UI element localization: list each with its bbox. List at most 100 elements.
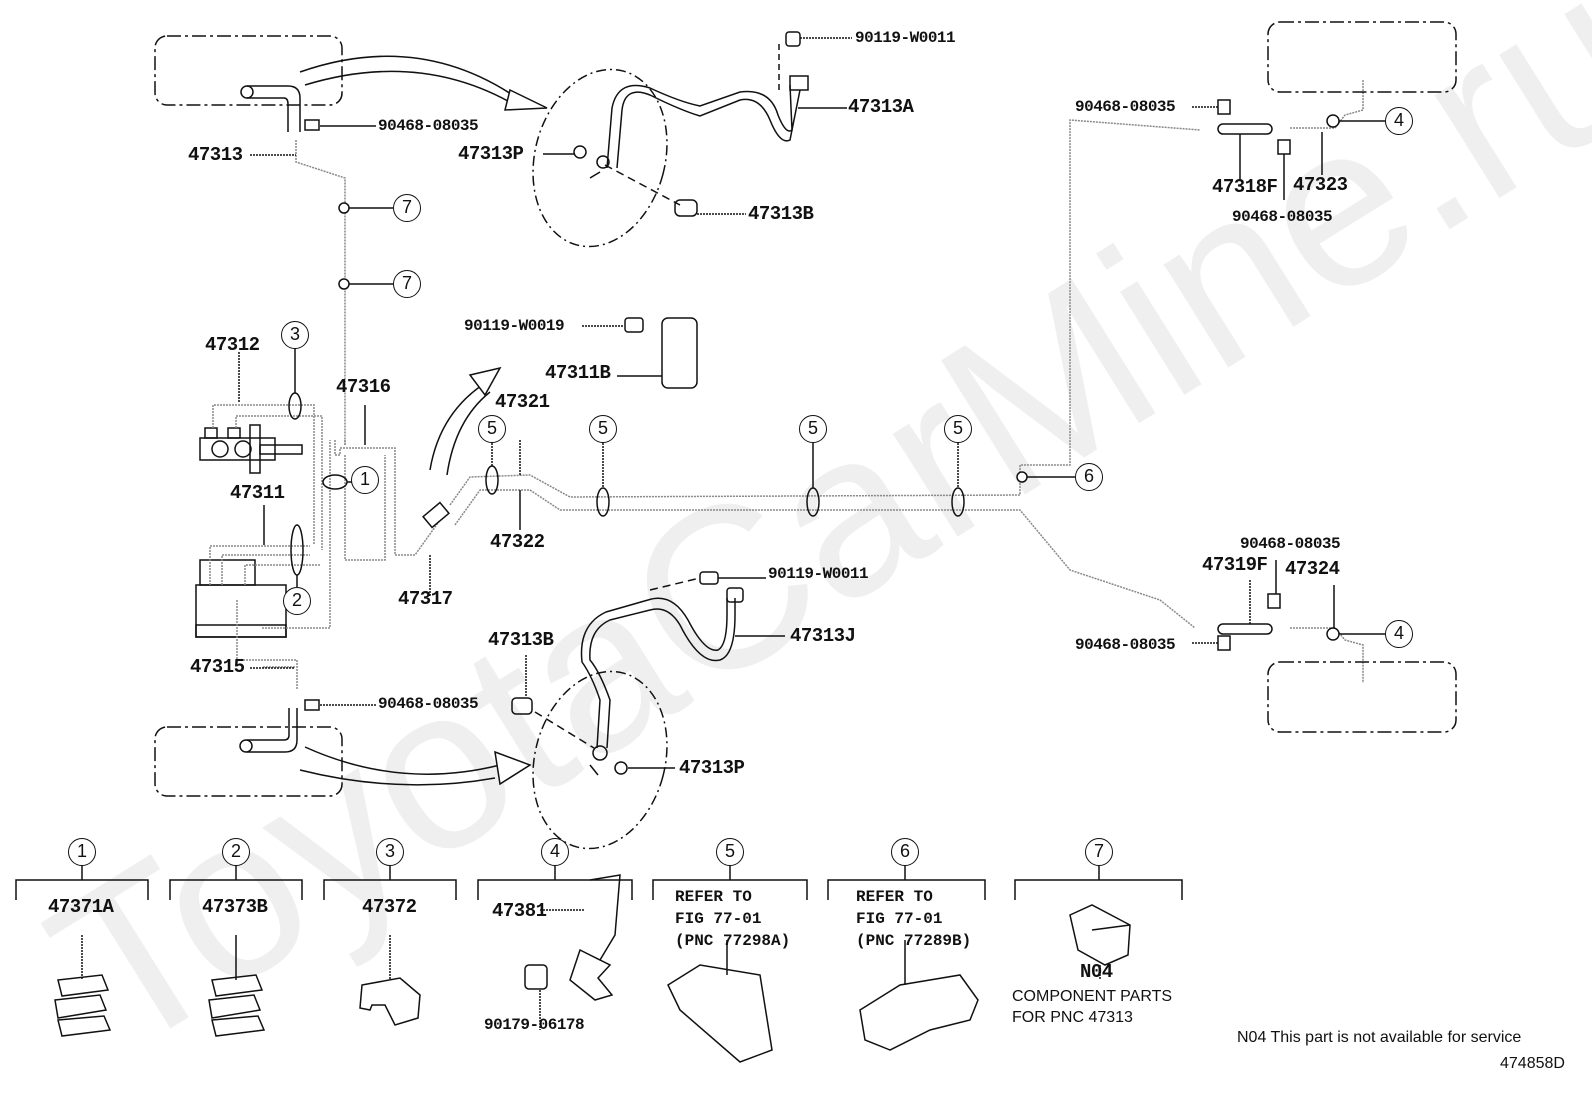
wheel-outline-front-top — [154, 35, 343, 106]
part-label-47313B-top[interactable]: 47313B — [748, 203, 814, 225]
clamp-5c — [806, 487, 820, 517]
part-label-90468-08035-top-left[interactable]: 90468-08035 — [378, 117, 479, 135]
clip-icon-47373B — [208, 974, 266, 1037]
legend-callout-3: 3 — [376, 838, 404, 866]
callout-5-a: 5 — [478, 415, 506, 443]
legend-bracket-4 — [477, 864, 633, 900]
legend-bracket-2 — [169, 864, 303, 900]
part-label-47313J[interactable]: 47313J — [790, 625, 856, 647]
part-label-47313[interactable]: 47313 — [188, 144, 243, 166]
callout-3: 3 — [281, 321, 309, 349]
legend-part-47373B[interactable]: 47373B — [202, 896, 268, 918]
part-label-47313B-bottom[interactable]: 47313B — [488, 629, 554, 651]
brake-hose-47313J — [589, 598, 736, 749]
legend-part-47381[interactable]: 47381 — [492, 900, 547, 922]
legend-callout-1: 1 — [68, 838, 96, 866]
part-label-47318F[interactable]: 47318F — [1212, 176, 1278, 198]
clamp-5b — [596, 487, 610, 517]
clamp-point-7a — [338, 202, 350, 214]
legend-bracket-5 — [652, 864, 808, 900]
abs-actuator — [195, 584, 287, 638]
brake-hose-47313A — [616, 89, 801, 169]
clamp-icon-77289B — [859, 974, 979, 1051]
figure-id: 474858D — [1500, 1055, 1565, 1072]
hose-47318F — [1217, 123, 1273, 135]
hose-47319F — [1217, 623, 1273, 635]
tube-47315 — [236, 600, 298, 690]
legend-part-47372[interactable]: 47372 — [362, 896, 417, 918]
legend-refer-6[interactable]: REFER TO FIG 77-01 (PNC 77289B) — [856, 888, 972, 950]
legend-note-N04: COMPONENT PARTS FOR PNC 47313 — [1012, 988, 1173, 1026]
part-label-90468-08035-rear-top-2[interactable]: 90468-08035 — [1232, 208, 1333, 226]
callout-7-lower: 7 — [393, 270, 421, 298]
tube-47322 — [454, 489, 1196, 629]
arrow-top-left — [299, 55, 521, 106]
callout-6: 6 — [1075, 463, 1103, 491]
joint-47317 — [422, 501, 450, 529]
part-label-47313P-bottom[interactable]: 47313P — [679, 757, 745, 779]
part-label-47311[interactable]: 47311 — [230, 482, 285, 504]
footnote: N04 This part is not available for servi… — [1237, 1029, 1522, 1046]
callout-7-upper: 7 — [393, 194, 421, 222]
hose-end-top-left — [247, 85, 301, 132]
part-label-47315[interactable]: 47315 — [190, 656, 245, 678]
legend-bracket-3 — [323, 864, 457, 900]
part-label-47319F[interactable]: 47319F — [1202, 554, 1268, 576]
wheel-outline-front-bottom — [154, 726, 343, 797]
part-label-47311B[interactable]: 47311B — [545, 362, 611, 384]
legend-callout-5: 5 — [716, 838, 744, 866]
part-label-47316[interactable]: 47316 — [336, 376, 391, 398]
legend-bracket-1 — [15, 864, 149, 900]
clamp-point-4b — [1326, 627, 1340, 641]
legend-part-90179-06178[interactable]: 90179-06178 — [484, 1016, 585, 1034]
legend-bracket-6 — [827, 864, 986, 900]
clamp-point-6 — [1016, 471, 1028, 483]
clamp-point-4a — [1326, 114, 1340, 128]
part-label-90468-08035-rear-bottom-1[interactable]: 90468-08035 — [1240, 535, 1341, 553]
part-label-47313A[interactable]: 47313A — [848, 96, 914, 118]
callout-4-top: 4 — [1385, 107, 1413, 135]
callout-5-d: 5 — [944, 415, 972, 443]
wheel-outline-rear-top — [1267, 21, 1457, 93]
arrow-bottom-left — [299, 746, 501, 786]
clip-icon-47381 — [569, 874, 621, 1001]
part-label-90119-W0011-bottom[interactable]: 90119-W0011 — [768, 565, 869, 583]
legend-bracket-7 — [1014, 864, 1183, 900]
legend-part-47371A[interactable]: 47371A — [48, 896, 114, 918]
part-label-90119-W0011-top[interactable]: 90119-W0011 — [855, 29, 956, 47]
legend-callout-6: 6 — [891, 838, 919, 866]
part-label-47323[interactable]: 47323 — [1293, 174, 1348, 196]
callout-2: 2 — [283, 587, 311, 615]
bracket-47311B — [661, 317, 698, 389]
legend-callout-4: 4 — [541, 838, 569, 866]
callout-4-bottom: 4 — [1385, 620, 1413, 648]
part-label-90468-08035-bottom-left[interactable]: 90468-08035 — [378, 695, 479, 713]
clip-icon-47371A — [54, 974, 112, 1037]
legend-refer-5[interactable]: REFER TO FIG 77-01 (PNC 77298A) — [675, 888, 791, 950]
tube-47312 — [212, 404, 315, 545]
part-label-47312[interactable]: 47312 — [205, 334, 260, 356]
caliper-outline-top — [532, 68, 668, 248]
part-label-47324[interactable]: 47324 — [1285, 558, 1340, 580]
legend-callout-7: 7 — [1085, 838, 1113, 866]
clamp-3 — [288, 392, 302, 420]
clamp-2 — [290, 524, 304, 576]
part-label-90468-08035-rear-bottom-2[interactable]: 90468-08035 — [1075, 636, 1176, 654]
bolt-icon-90179 — [524, 964, 548, 990]
caliper-outline-bottom — [532, 670, 668, 850]
callout-1: 1 — [351, 466, 379, 494]
part-label-90119-W0019[interactable]: 90119-W0019 — [464, 317, 565, 335]
part-label-47313P-top[interactable]: 47313P — [458, 143, 524, 165]
tube-47321 — [449, 119, 1201, 506]
clamp-1 — [322, 474, 348, 490]
part-label-47317[interactable]: 47317 — [398, 588, 453, 610]
clamp-point-7b — [338, 278, 350, 290]
clamp-icon-77298A — [667, 964, 773, 1063]
tube-47313 — [295, 140, 346, 445]
part-label-47322[interactable]: 47322 — [490, 531, 545, 553]
tube-47311 — [209, 545, 310, 585]
legend-part-N04[interactable]: N04 — [1080, 961, 1113, 983]
part-label-47321[interactable]: 47321 — [495, 391, 550, 413]
part-label-90468-08035-rear-top-1[interactable]: 90468-08035 — [1075, 98, 1176, 116]
